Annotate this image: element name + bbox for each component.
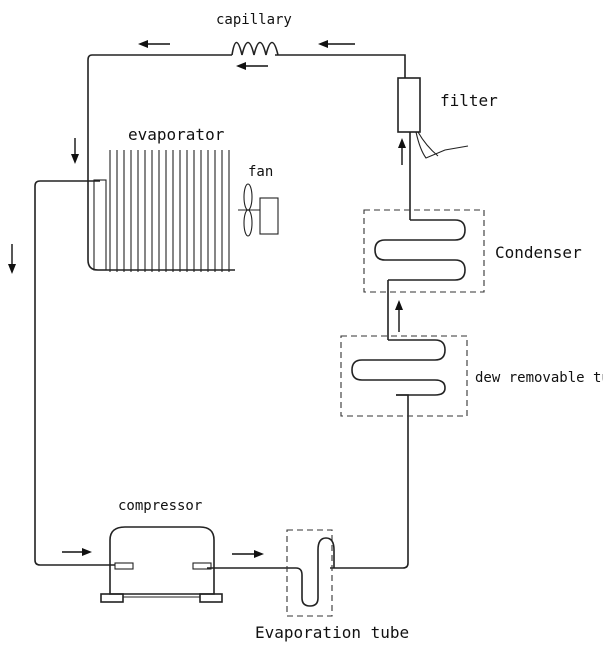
- evaporation-tube: [286, 529, 335, 617]
- evaporation-tube-label: Evaporation tube: [255, 623, 409, 642]
- fan: [238, 183, 279, 237]
- arrow-left-top-right: [318, 40, 355, 48]
- arrow-down-evaporator: [71, 138, 79, 164]
- evaporator-label: evaporator: [128, 125, 225, 144]
- dew-removable-tube-label: dew removable tube: [475, 370, 603, 386]
- arrow-up-condenser: [395, 300, 403, 332]
- capillary-coil: [231, 41, 279, 56]
- arrow-right-compressor-outlet: [232, 550, 264, 558]
- filter-label: filter: [440, 91, 498, 110]
- compressor-label: compressor: [118, 498, 202, 514]
- arrow-left-capillary: [236, 62, 268, 70]
- arrow-down-left-pipe: [8, 244, 16, 274]
- arrow-right-compressor-inlet: [62, 548, 92, 556]
- compressor: [100, 526, 223, 603]
- fan-label: fan: [248, 164, 273, 180]
- capillary-label: capillary: [216, 12, 292, 28]
- dew-removable-tube: [340, 335, 468, 417]
- pipe-filter-to-capillary: [275, 54, 406, 78]
- condenser: [363, 209, 485, 293]
- pipe-capillary-to-evaporator: [87, 54, 232, 178]
- evaporator-fins: [109, 150, 230, 272]
- refrigerant-pipe-loop: [34, 54, 411, 569]
- arrow-left-top-left: [138, 40, 170, 48]
- pipe-evaporation-tube-to-dew-tube: [330, 394, 409, 569]
- pipe-evaporator-to-compressor: [34, 180, 115, 566]
- filter: [397, 77, 469, 159]
- evaporator: [87, 150, 235, 272]
- condenser-label: Condenser: [495, 243, 582, 262]
- arrow-up-filter: [398, 138, 406, 165]
- flow-arrows: [8, 40, 406, 558]
